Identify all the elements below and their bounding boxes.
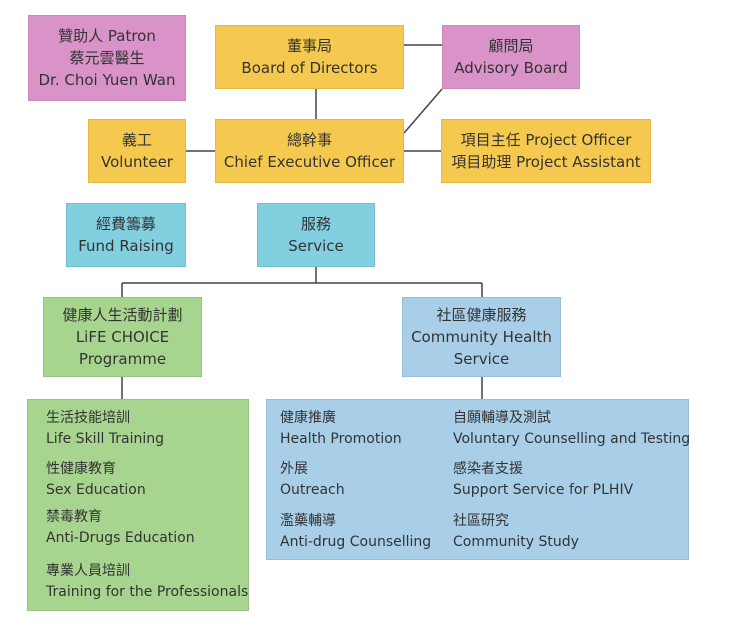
item-zh: 健康推廣 bbox=[280, 410, 336, 426]
item-zh: 禁毒教育 bbox=[46, 509, 102, 525]
volunteer-en: Volunteer bbox=[101, 153, 173, 171]
community-en1: Community Health bbox=[411, 328, 552, 346]
patron-name-zh: 蔡元雲醫生 bbox=[69, 49, 145, 67]
patron-name-en: Dr. Choi Yuen Wan bbox=[38, 71, 176, 89]
list-item: 生活技能培訓 Life Skill Training bbox=[46, 408, 164, 450]
volunteer-zh: 義工 bbox=[121, 131, 152, 149]
item-zh: 專業人員培訓 bbox=[46, 563, 130, 579]
lifechoice-en1: LiFE CHOICE bbox=[75, 328, 170, 346]
community-zh: 社區健康服務 bbox=[436, 306, 527, 324]
ceo-en: Chief Executive Officer bbox=[223, 153, 396, 171]
board-box: 董事局 Board of Directors bbox=[215, 25, 404, 89]
lifechoice-en2: Programme bbox=[78, 350, 167, 368]
project-officer: 項目主任 Project Officer bbox=[460, 131, 632, 149]
community-en2: Service bbox=[453, 350, 510, 368]
item-zh: 生活技能培訓 bbox=[46, 410, 130, 426]
item-zh: 自願輔導及測試 bbox=[453, 410, 551, 426]
list-item: 社區研究 Community Study bbox=[453, 511, 579, 553]
item-en: Sex Education bbox=[46, 482, 146, 498]
item-en: Life Skill Training bbox=[46, 431, 165, 447]
list-item: 健康推廣 Health Promotion bbox=[280, 408, 402, 450]
community-items-box: 健康推廣 Health Promotion 外展 Outreach 濫藥輔導 A… bbox=[266, 399, 690, 560]
lifechoice-zh: 健康人生活動計劃 bbox=[62, 306, 183, 324]
service-zh: 服務 bbox=[300, 215, 331, 233]
advisory-zh: 顧問局 bbox=[488, 37, 534, 55]
service-box: 服務 Service bbox=[257, 203, 375, 267]
patron-title: 贊助人 Patron bbox=[58, 27, 156, 45]
project-assistant: 項目助理 Project Assistant bbox=[451, 153, 641, 171]
ceo-zh: 總幹事 bbox=[286, 131, 332, 149]
project-box: 項目主任 Project Officer 項目助理 Project Assist… bbox=[441, 119, 651, 183]
fund-raising-box: 經費籌募 Fund Raising bbox=[66, 203, 186, 267]
volunteer-box: 義工 Volunteer bbox=[88, 119, 186, 183]
list-item: 感染者支援 Support Service for PLHIV bbox=[453, 459, 633, 501]
fund-raising-zh: 經費籌募 bbox=[95, 215, 156, 233]
item-zh: 社區研究 bbox=[453, 513, 509, 529]
item-en: Training for the Professionals bbox=[46, 584, 249, 600]
line-advisory-ceo bbox=[403, 88, 443, 134]
item-zh: 感染者支援 bbox=[453, 461, 523, 477]
item-en: Voluntary Counselling and Testing bbox=[453, 431, 691, 447]
community-health-box: 社區健康服務 Community Health Service bbox=[402, 297, 561, 377]
list-item: 濫藥輔導 Anti-drug Counselling bbox=[280, 511, 431, 553]
list-item: 性健康教育 Sex Education bbox=[46, 459, 146, 501]
item-zh: 外展 bbox=[280, 461, 308, 477]
service-en: Service bbox=[288, 237, 344, 255]
item-en: Anti-drug Counselling bbox=[280, 534, 432, 550]
board-zh: 董事局 bbox=[286, 37, 332, 55]
fund-raising-en: Fund Raising bbox=[78, 237, 174, 255]
patron-box: 贊助人 Patron 蔡元雲醫生 Dr. Choi Yuen Wan bbox=[28, 15, 186, 101]
list-item: 禁毒教育 Anti-Drugs Education bbox=[46, 507, 195, 549]
item-zh: 性健康教育 bbox=[46, 461, 116, 477]
board-en: Board of Directors bbox=[241, 59, 378, 77]
ceo-box: 總幹事 Chief Executive Officer bbox=[215, 119, 404, 183]
list-item: 自願輔導及測試 Voluntary Counselling and Testin… bbox=[453, 408, 690, 450]
lifechoice-items-box: 生活技能培訓 Life Skill Training 性健康教育 Sex Edu… bbox=[27, 399, 249, 611]
item-en: Outreach bbox=[280, 482, 345, 498]
item-en: Health Promotion bbox=[280, 431, 402, 447]
lifechoice-box: 健康人生活動計劃 LiFE CHOICE Programme bbox=[43, 297, 202, 377]
list-item: 專業人員培訓 Training for the Professionals bbox=[46, 561, 248, 603]
advisory-en: Advisory Board bbox=[454, 59, 568, 77]
advisory-box: 顧問局 Advisory Board bbox=[442, 25, 580, 89]
item-en: Community Study bbox=[453, 534, 579, 550]
item-zh: 濫藥輔導 bbox=[280, 513, 336, 529]
list-item: 外展 Outreach bbox=[280, 459, 345, 501]
item-en: Support Service for PLHIV bbox=[453, 482, 634, 498]
item-en: Anti-Drugs Education bbox=[46, 530, 195, 546]
